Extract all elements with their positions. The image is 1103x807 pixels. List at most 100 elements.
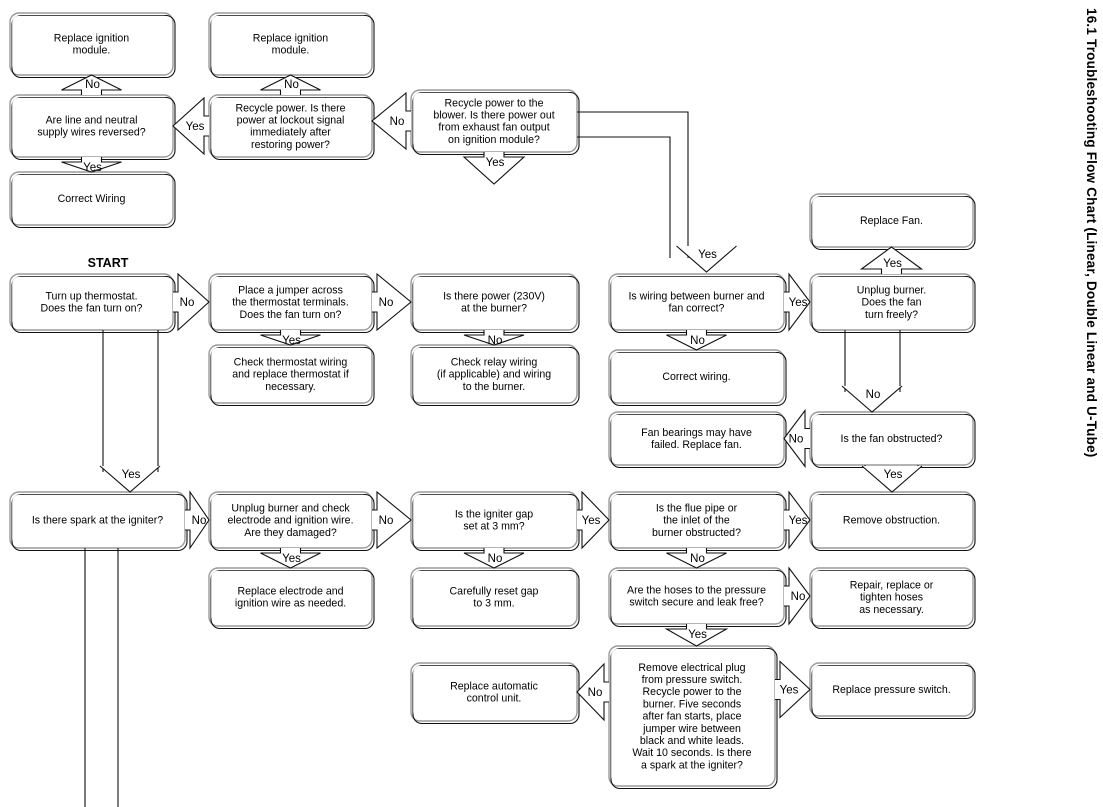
edge-label-n17-n22: Yes xyxy=(884,469,903,481)
node-fill xyxy=(12,97,171,155)
node-fill xyxy=(211,570,370,624)
node-fill xyxy=(413,494,575,546)
edge-label-n25-n26: No xyxy=(791,591,806,603)
node-fill xyxy=(413,665,575,719)
section-title: 16.1 Troubleshooting Flow Chart (Linear,… xyxy=(1084,8,1099,458)
flow-node-n18: Is there spark at the igniter? xyxy=(9,491,188,552)
node-inline xyxy=(811,275,976,334)
arrow-left-n27-n28 xyxy=(576,662,609,722)
node-fill xyxy=(211,15,370,73)
node-fill xyxy=(812,665,971,714)
node-fill xyxy=(812,276,971,328)
flow-node-n10: Is there power (230V)at the burner? xyxy=(410,273,580,334)
edge-label-n2-n3: Yes xyxy=(83,162,102,174)
edge-label-n11-n15: No xyxy=(690,335,705,347)
node-fill xyxy=(211,347,370,401)
node-inline xyxy=(210,569,375,630)
arrow-right-n21-n22 xyxy=(784,490,811,550)
node-label-n7: Replace Fan. xyxy=(860,215,923,227)
edge-label-n5-n4: No xyxy=(284,79,299,91)
edge-label-n25-n27: Yes xyxy=(688,629,707,641)
arrow-left-n6-n5 xyxy=(371,91,411,151)
node-inline xyxy=(811,569,976,630)
node-fill xyxy=(413,92,575,150)
connector-n6-yes-a xyxy=(577,111,689,258)
edge-label-n21-n22: Yes xyxy=(789,515,808,527)
edge-label-n9-n13: Yes xyxy=(282,335,301,347)
node-fill xyxy=(611,648,773,784)
start-label: START xyxy=(88,256,129,270)
node-inline xyxy=(811,493,976,552)
arrow-right-n20-n21 xyxy=(577,490,610,550)
node-fill xyxy=(211,97,370,155)
node-inline xyxy=(610,351,787,407)
arrow-head-n17-n22 xyxy=(861,465,923,493)
flow-node-n7: Replace Fan. xyxy=(809,193,976,251)
arrow-up-n5-n4 xyxy=(260,74,321,95)
node-inline xyxy=(610,647,778,790)
arrow-down-n11-n15 xyxy=(666,330,727,351)
node-inline xyxy=(811,664,976,720)
node-label-n15: Correct wiring. xyxy=(662,371,730,383)
edge-label-n2-n1: No xyxy=(85,79,100,91)
flow-node-n29: Replace pressure switch. xyxy=(809,662,976,720)
arrow-right-n9-n10 xyxy=(372,272,412,332)
flow-node-n14: Check relay wiring(if applicable) and wi… xyxy=(410,344,580,407)
edge-label-n19-n23: Yes xyxy=(282,553,301,565)
arrow-right-n25-n26 xyxy=(784,566,811,626)
arrow-down-n2-n3 xyxy=(61,157,122,173)
node-fill xyxy=(611,352,782,401)
edge-label-n18-n19: No xyxy=(192,515,207,527)
flow-node-n8: Turn up thermostat.Does the fan turn on? xyxy=(9,273,176,334)
node-label-n8: Turn up thermostat.Does the fan turn on? xyxy=(41,291,143,315)
flow-node-n15: Correct wiring. xyxy=(608,349,787,407)
edge-label-n20-n24: No xyxy=(488,553,503,565)
node-inline xyxy=(210,96,375,161)
node-fill xyxy=(812,196,971,245)
edge-label-n8-n9: No xyxy=(180,297,195,309)
node-fill xyxy=(413,276,575,328)
arrow-up-n12-n7 xyxy=(859,246,924,274)
node-fill xyxy=(211,276,370,328)
node-fill xyxy=(413,347,575,401)
node-fill xyxy=(812,570,971,624)
node-fill xyxy=(12,276,171,328)
edge-label-n12-n17: No xyxy=(866,389,881,401)
edge-label-n20-n21: Yes xyxy=(582,515,601,527)
node-fill xyxy=(611,276,782,328)
node-label-n22: Remove obstruction. xyxy=(843,515,940,527)
node-fill xyxy=(611,570,782,622)
node-inline xyxy=(412,569,580,630)
edge-label-n12-n7: Yes xyxy=(883,258,902,270)
edge-label-n10-n14: No xyxy=(488,335,503,347)
arrow-head-n6-n11 xyxy=(676,245,737,273)
node-label-n29: Replace pressure switch. xyxy=(832,684,950,696)
edge-label-n9-n10: No xyxy=(379,297,394,309)
node-label-n14: Check relay wiring(if applicable) and wi… xyxy=(437,356,551,392)
